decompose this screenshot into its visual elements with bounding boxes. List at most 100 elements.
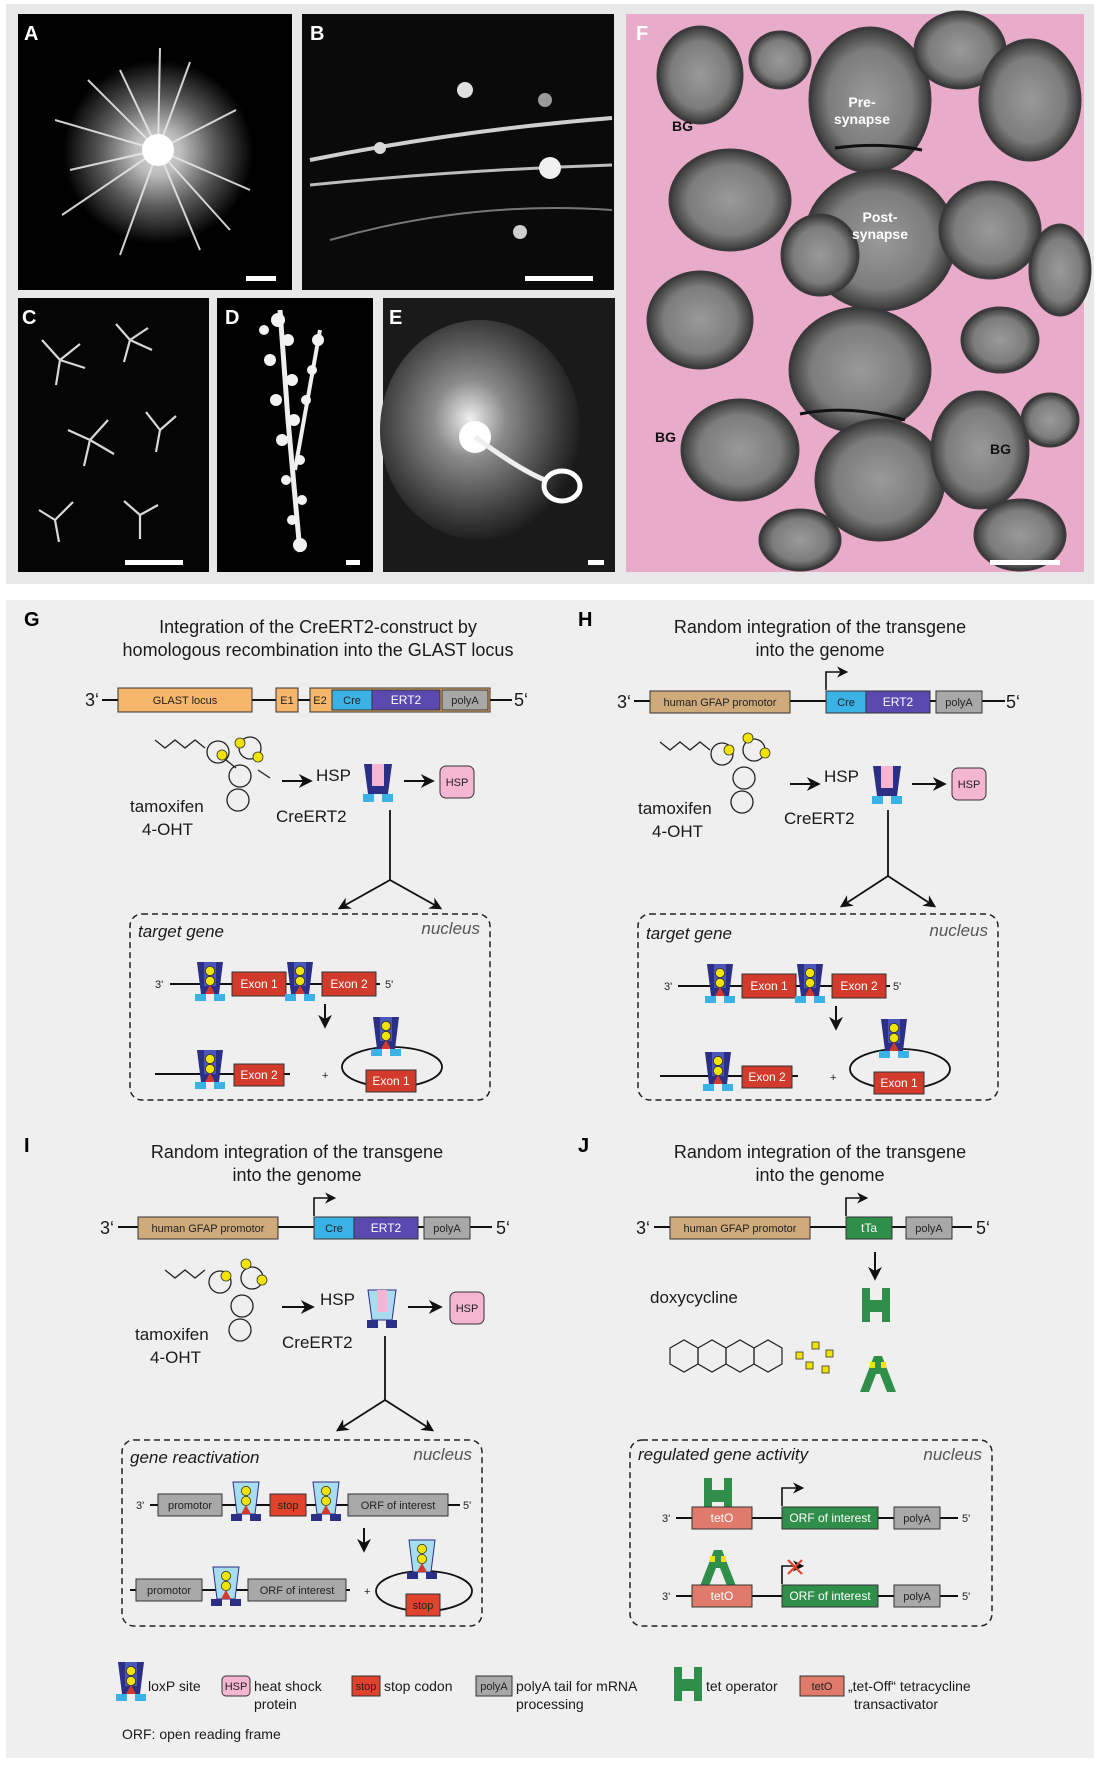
em-postsynapse-line1: Post-: [863, 209, 898, 225]
g-tamoxifen-structure: [154, 736, 271, 812]
em-bg-1: BG: [672, 118, 693, 134]
panel-c: C: [18, 298, 209, 572]
panel-j: J Random integration of the transgene in…: [578, 1135, 993, 1627]
i-s5: 5': [463, 1500, 471, 1512]
g-plus: +: [322, 1070, 328, 1082]
h-s5: 5': [893, 981, 901, 993]
g-box-e2: E2: [313, 695, 326, 707]
g-nucleus: nucleus: [421, 919, 480, 938]
j-box-polya: polyA: [915, 1223, 943, 1235]
i-plus: +: [364, 1586, 370, 1598]
h-exon1: Exon 1: [750, 979, 788, 993]
j-title-line1: Random integration of the transgene: [674, 1142, 966, 1162]
i-4oht: 4-OHT: [150, 1348, 201, 1367]
i-tamoxifen: tamoxifen: [135, 1325, 209, 1344]
j-title-line2: into the genome: [755, 1165, 884, 1185]
legend-stop-box: stop: [356, 1681, 377, 1693]
i-gene-reactivation: gene reactivation: [130, 1448, 259, 1467]
j-doxycycline-structure: [669, 1339, 783, 1373]
h-target-gene: target gene: [646, 924, 732, 943]
panel-label-h: H: [578, 609, 592, 631]
panel-f: F Pre- synapse Post- synapse BG BG BG: [626, 10, 1092, 572]
j-s3-bottom: 3': [662, 1591, 670, 1603]
h-box-gfap: human GFAP promotor: [664, 697, 777, 709]
g-hsp-box: HSP: [446, 777, 469, 789]
j-polya-bottom: polyA: [903, 1591, 931, 1603]
h-nucleus: nucleus: [929, 921, 988, 940]
panel-i: I Random integration of the transgene in…: [24, 1135, 510, 1627]
em-bg-2: BG: [655, 429, 676, 445]
legend-hsp-line2: protein: [254, 1696, 297, 1712]
panel-label-b: B: [310, 23, 324, 45]
legend-polya-box: polyA: [480, 1681, 508, 1693]
g-exon1-circle: Exon 1: [372, 1074, 410, 1088]
h-end5: 5‘: [1006, 692, 1020, 712]
j-box-gfap: human GFAP promotor: [684, 1223, 797, 1235]
g-4oht: 4-OHT: [142, 820, 193, 839]
i-orf: ORF of interest: [361, 1500, 436, 1512]
j-polya-top: polyA: [903, 1513, 931, 1525]
panel-label-a: A: [24, 23, 38, 45]
legend-tetop: tet operator: [706, 1678, 778, 1694]
i-s3: 3': [136, 1500, 144, 1512]
legend: loxP site HSP heat shock protein stop st…: [115, 1661, 971, 1742]
g-exon2: Exon 2: [330, 977, 368, 991]
i-orf-after: ORF of interest: [260, 1585, 335, 1597]
i-stop: stop: [278, 1500, 299, 1512]
panel-label-c: C: [22, 307, 36, 329]
legend-hsp-line1: heat shock: [254, 1678, 323, 1694]
j-nucleus: nucleus: [923, 1445, 982, 1464]
panel-e: E: [380, 298, 615, 572]
legend-orf: ORF: open reading frame: [122, 1726, 281, 1742]
legend-hsp-box: HSP: [225, 1681, 248, 1693]
em-presynapse-line2: synapse: [834, 111, 890, 127]
i-end5: 5‘: [496, 1218, 510, 1238]
g-s3: 3': [155, 979, 163, 991]
em-postsynapse-line2: synapse: [852, 226, 908, 242]
h-hsp: HSP: [824, 767, 859, 786]
legend-teto-line1: „tet-Off“ tetracycline: [848, 1678, 971, 1694]
h-end3: 3‘: [617, 692, 631, 712]
i-end3: 3‘: [100, 1218, 114, 1238]
i-nucleus: nucleus: [413, 1445, 472, 1464]
j-s5-top: 5': [962, 1513, 970, 1525]
i-title-line1: Random integration of the transgene: [151, 1142, 443, 1162]
j-teto-top: tetO: [711, 1511, 734, 1525]
g-exon1: Exon 1: [240, 977, 278, 991]
i-hsp-box: HSP: [456, 1303, 479, 1315]
g-title-line1: Integration of the CreERT2-construct by: [159, 617, 477, 637]
h-s3: 3': [664, 981, 672, 993]
g-title-line2: homologous recombination into the GLAST …: [123, 640, 514, 660]
j-orf-top: ORF of interest: [789, 1511, 871, 1525]
i-box-polya: polyA: [433, 1223, 461, 1235]
g-creert2: CreERT2: [276, 807, 347, 826]
i-promotor: promotor: [168, 1500, 212, 1512]
panel-label-e: E: [389, 307, 402, 329]
legend-teto-box: tetO: [812, 1681, 833, 1693]
g-target-gene: target gene: [138, 922, 224, 941]
legend-stop: stop codon: [384, 1678, 453, 1694]
schema-area: [6, 600, 1094, 1758]
h-exon2: Exon 2: [840, 979, 878, 993]
h-exon2-after: Exon 2: [748, 1070, 786, 1084]
panel-a: A: [18, 14, 292, 290]
j-orf-bottom: ORF of interest: [789, 1589, 871, 1603]
g-end5: 5‘: [514, 690, 528, 710]
i-box-gfap: human GFAP promotor: [152, 1223, 265, 1235]
j-s5-bottom: 5': [962, 1591, 970, 1603]
i-hsp: HSP: [320, 1290, 355, 1309]
panel-g: G Integration of the CreERT2-construct b…: [24, 609, 528, 1101]
h-exon1-circle: Exon 1: [880, 1076, 918, 1090]
g-box-cre: Cre: [343, 695, 361, 707]
g-tamoxifen: tamoxifen: [130, 797, 204, 816]
h-box-polya: polyA: [945, 697, 973, 709]
h-hsp-box: HSP: [958, 779, 981, 791]
h-box-ert2: ERT2: [883, 695, 914, 709]
g-exon2-after: Exon 2: [240, 1068, 278, 1082]
j-teto-bottom: tetO: [711, 1589, 734, 1603]
legend-loxp: loxP site: [148, 1678, 201, 1694]
panel-label-j: J: [578, 1135, 589, 1157]
g-box-e1: E1: [280, 695, 293, 707]
legend-polya-line2: processing: [516, 1696, 584, 1712]
